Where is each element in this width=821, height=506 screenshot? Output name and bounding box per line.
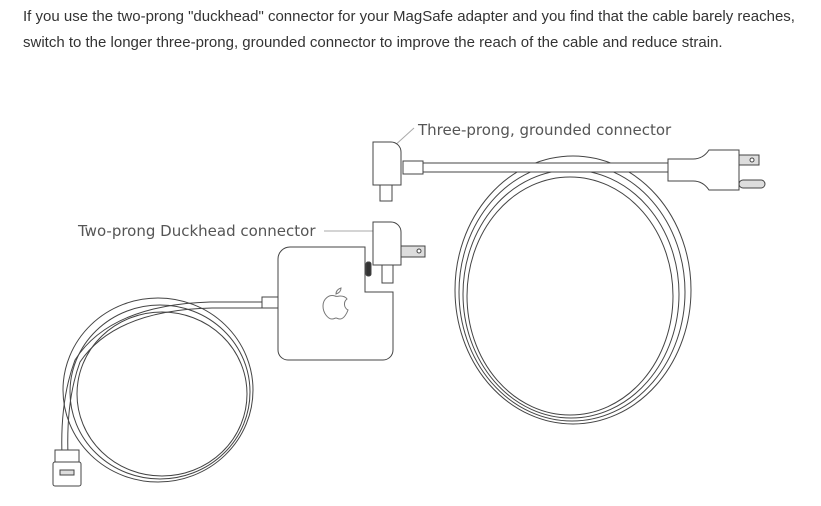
three-prong-connector [372,141,766,202]
instruction-paragraph: If you use the two-prong "duckhead" conn… [23,8,795,51]
apple-logo-icon [322,287,349,320]
duckhead-connector [372,221,426,284]
power-adapter-brick [277,246,394,361]
magsafe-connector [52,449,82,487]
label-two-prong: Two-prong Duckhead connector [77,222,316,240]
extension-cable-coil [454,155,692,425]
label-three-prong: Three-prong, grounded connector [417,121,672,139]
magsafe-cable-coil [61,296,279,483]
